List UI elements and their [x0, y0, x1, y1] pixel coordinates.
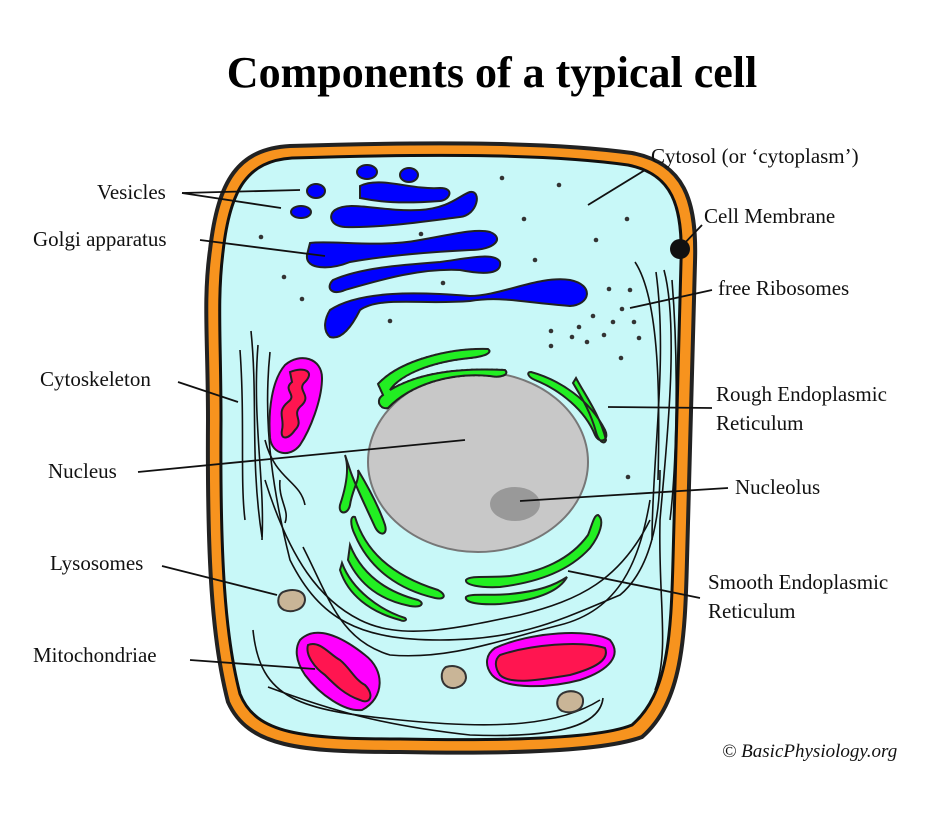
label-free-ribosomes: free Ribosomes — [718, 276, 849, 300]
label-cytoskeleton: Cytoskeleton — [40, 367, 151, 391]
mitochondria — [268, 357, 616, 712]
label-rough-er-line1: Rough Endoplasmic — [716, 382, 887, 406]
label-mitochondriae: Mitochondriae — [33, 643, 157, 667]
membrane-marker-dot — [670, 239, 690, 259]
golgi-apparatus — [290, 164, 588, 339]
label-vesicles: Vesicles — [97, 180, 166, 204]
label-cytosol: Cytosol (or ‘cytoplasm’) — [651, 144, 859, 168]
rough-er — [338, 347, 608, 535]
nucleolus — [490, 487, 540, 521]
label-golgi: Golgi apparatus — [33, 227, 167, 251]
free-ribosomes — [258, 175, 642, 480]
label-nucleolus: Nucleolus — [735, 475, 820, 499]
cytoskeleton — [239, 261, 678, 737]
diagram-title: Components of a typical cell — [227, 48, 757, 97]
copyright: © BasicPhysiology.org — [722, 741, 897, 762]
label-nucleus: Nucleus — [48, 459, 117, 483]
label-lysosomes: Lysosomes — [50, 551, 143, 575]
smooth-er — [338, 513, 603, 622]
leader-lines — [137, 169, 729, 670]
label-smooth-er-line1: Smooth Endoplasmic — [708, 570, 888, 594]
nucleus — [367, 371, 589, 553]
label-smooth-er-line2: Reticulum — [708, 599, 796, 623]
label-rough-er-line2: Reticulum — [716, 411, 804, 435]
lysosomes — [277, 589, 585, 714]
label-cell-membrane: Cell Membrane — [704, 204, 835, 228]
